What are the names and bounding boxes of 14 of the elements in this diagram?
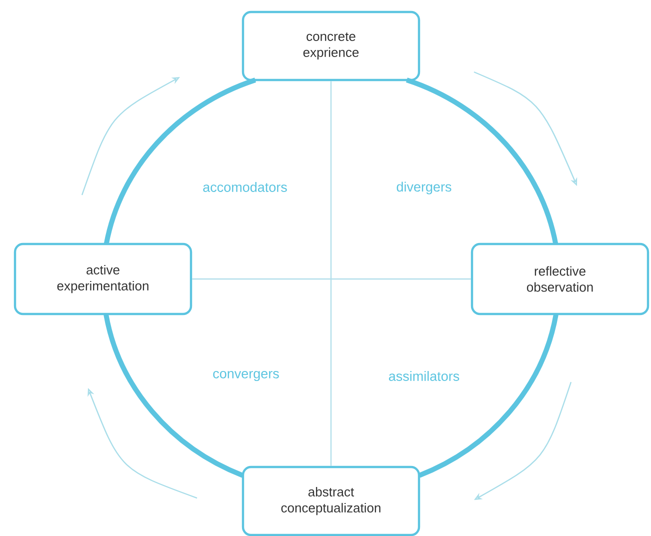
axis-line bbox=[330, 81, 332, 466]
stage-box: abstract conceptualization bbox=[242, 466, 420, 536]
quadrant-label: convergers bbox=[212, 370, 280, 382]
axis-line bbox=[192, 278, 471, 280]
stage-box: reflective observation bbox=[470, 242, 650, 316]
cycle-arc bbox=[406, 78, 558, 244]
cycle-arc bbox=[104, 314, 244, 478]
stage-box: active experimentation bbox=[14, 242, 192, 316]
quadrant-label: divergers bbox=[395, 180, 453, 196]
quadrant-label: accomodators bbox=[202, 181, 288, 193]
quadrant-label: assimilators bbox=[387, 370, 461, 382]
stage-box: concrete exprience bbox=[242, 10, 420, 82]
cycle-arc bbox=[104, 78, 256, 244]
cycle-arc bbox=[418, 314, 558, 478]
